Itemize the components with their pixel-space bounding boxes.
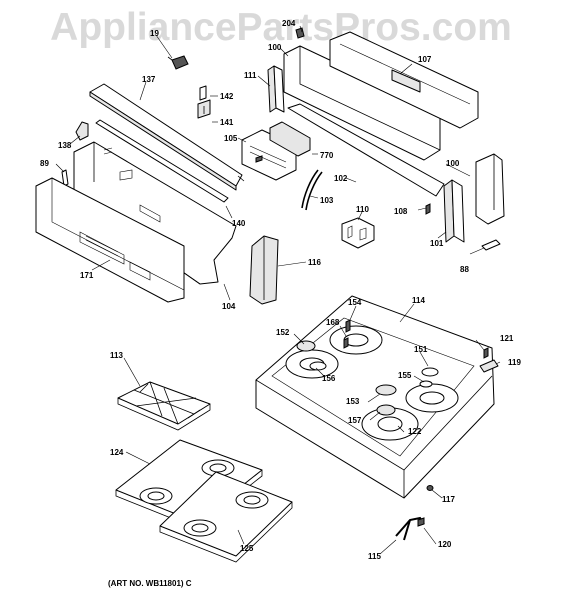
callout-labels: 19 204 100 137 107 111 142 141 138 105 7… — [40, 19, 521, 561]
callout-140: 140 — [232, 219, 246, 228]
callout-117: 117 — [442, 495, 455, 504]
part-121-119 — [479, 347, 499, 373]
callout-121: 121 — [500, 334, 514, 343]
part-19-clip — [167, 55, 189, 70]
callout-152: 152 — [276, 328, 290, 337]
part-204 — [295, 27, 305, 39]
part-142-141 — [197, 85, 211, 119]
callout-124: 124 — [110, 448, 124, 457]
callout-125: 125 — [240, 544, 254, 553]
part-107-trim — [329, 31, 479, 129]
part-125-drippan — [159, 471, 293, 563]
art-number: (ART NO. WB11801) C — [108, 579, 192, 588]
part-108-screw — [425, 203, 431, 215]
callout-154: 154 — [348, 298, 362, 307]
callout-138: 138 — [58, 141, 72, 150]
part-111-bracket — [267, 65, 285, 113]
leader-lines — [55, 25, 501, 555]
callout-137: 137 — [142, 75, 156, 84]
callout-105: 105 — [224, 134, 238, 143]
callout-142: 142 — [220, 92, 234, 101]
callout-153: 153 — [346, 397, 360, 406]
part-115-120 — [395, 516, 425, 541]
callout-171: 171 — [80, 271, 94, 280]
callout-89: 89 — [40, 159, 49, 168]
callout-110: 110 — [356, 205, 369, 214]
callout-113: 113 — [110, 351, 123, 360]
callout-770: 770 — [320, 151, 334, 160]
part-102-rear — [283, 45, 445, 197]
callout-119: 119 — [508, 358, 521, 367]
callout-141: 141 — [220, 118, 234, 127]
part-171-overlay — [35, 177, 185, 303]
part-113-grate — [117, 381, 211, 431]
watermark: AppliancePartsPros.com — [50, 6, 512, 49]
callout-88: 88 — [460, 265, 469, 274]
part-770-bracket — [269, 121, 311, 157]
callout-114: 114 — [412, 296, 425, 305]
callout-19: 19 — [150, 29, 159, 38]
callout-101: 101 — [430, 239, 444, 248]
callout-100: 100 — [446, 159, 460, 168]
part-124-drippan — [115, 439, 263, 529]
burner-parts — [296, 319, 439, 416]
part-100-endcap — [475, 153, 505, 225]
callout-156: 156 — [322, 374, 336, 383]
callout-157: 157 — [348, 416, 362, 425]
callout-108: 108 — [394, 207, 408, 216]
callout-204: 204 — [282, 19, 296, 28]
callout-155: 155 — [398, 371, 412, 380]
callout-151: 151 — [414, 345, 428, 354]
part-101-bracket — [443, 179, 465, 243]
callout-107: 107 — [418, 55, 432, 64]
part-117 — [426, 485, 434, 491]
callout-100a: 100 — [268, 43, 282, 52]
part-88 — [481, 239, 501, 251]
callout-103: 103 — [320, 196, 334, 205]
callout-168: 168 — [326, 318, 340, 327]
callout-115: 115 — [368, 552, 381, 561]
part-116-endcap — [249, 235, 279, 305]
callout-122: 122 — [408, 427, 422, 436]
part-138-bracket — [75, 121, 89, 141]
part-89 — [61, 169, 69, 187]
callout-111: 111 — [244, 71, 257, 80]
part-110-block — [341, 217, 375, 249]
callout-104: 104 — [222, 302, 236, 311]
part-137-trim — [89, 83, 245, 191]
part-140-rod — [95, 119, 229, 203]
callout-102: 102 — [334, 174, 348, 183]
callout-116: 116 — [308, 258, 321, 267]
callout-120: 120 — [438, 540, 452, 549]
part-103-harness — [301, 169, 323, 211]
